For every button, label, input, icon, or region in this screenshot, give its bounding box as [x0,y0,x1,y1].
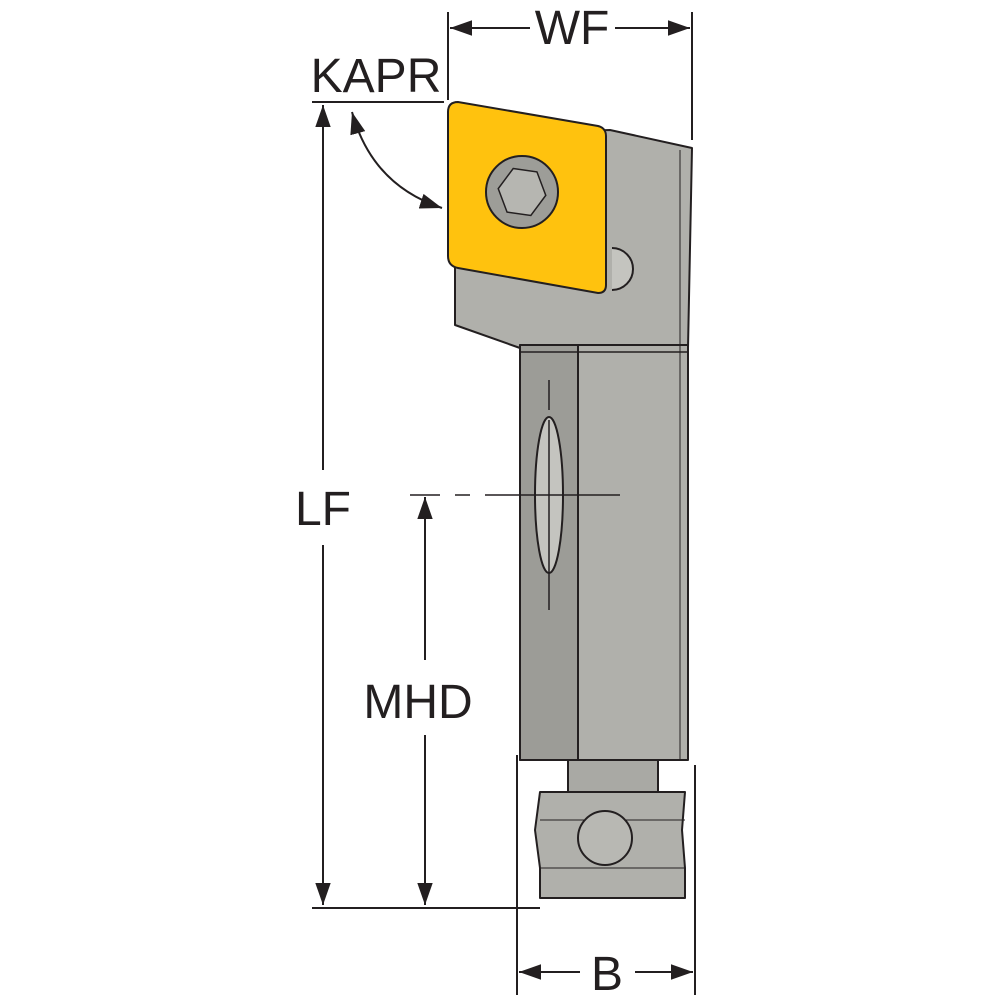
extension-lines [312,12,696,995]
center-lines [410,380,620,610]
lf-label: LF [295,483,351,536]
wf-label: WF [535,2,610,55]
dimension-arrows [315,20,693,980]
hex-socket-icon [497,167,547,217]
mhd-label: MHD [363,676,472,729]
head-recess [611,247,634,291]
b-label: B [591,948,623,1000]
kapr-label: KAPR [311,50,442,103]
neck [567,759,659,793]
kapr-angle-arrow [350,111,443,209]
coupling-hole [577,810,633,866]
